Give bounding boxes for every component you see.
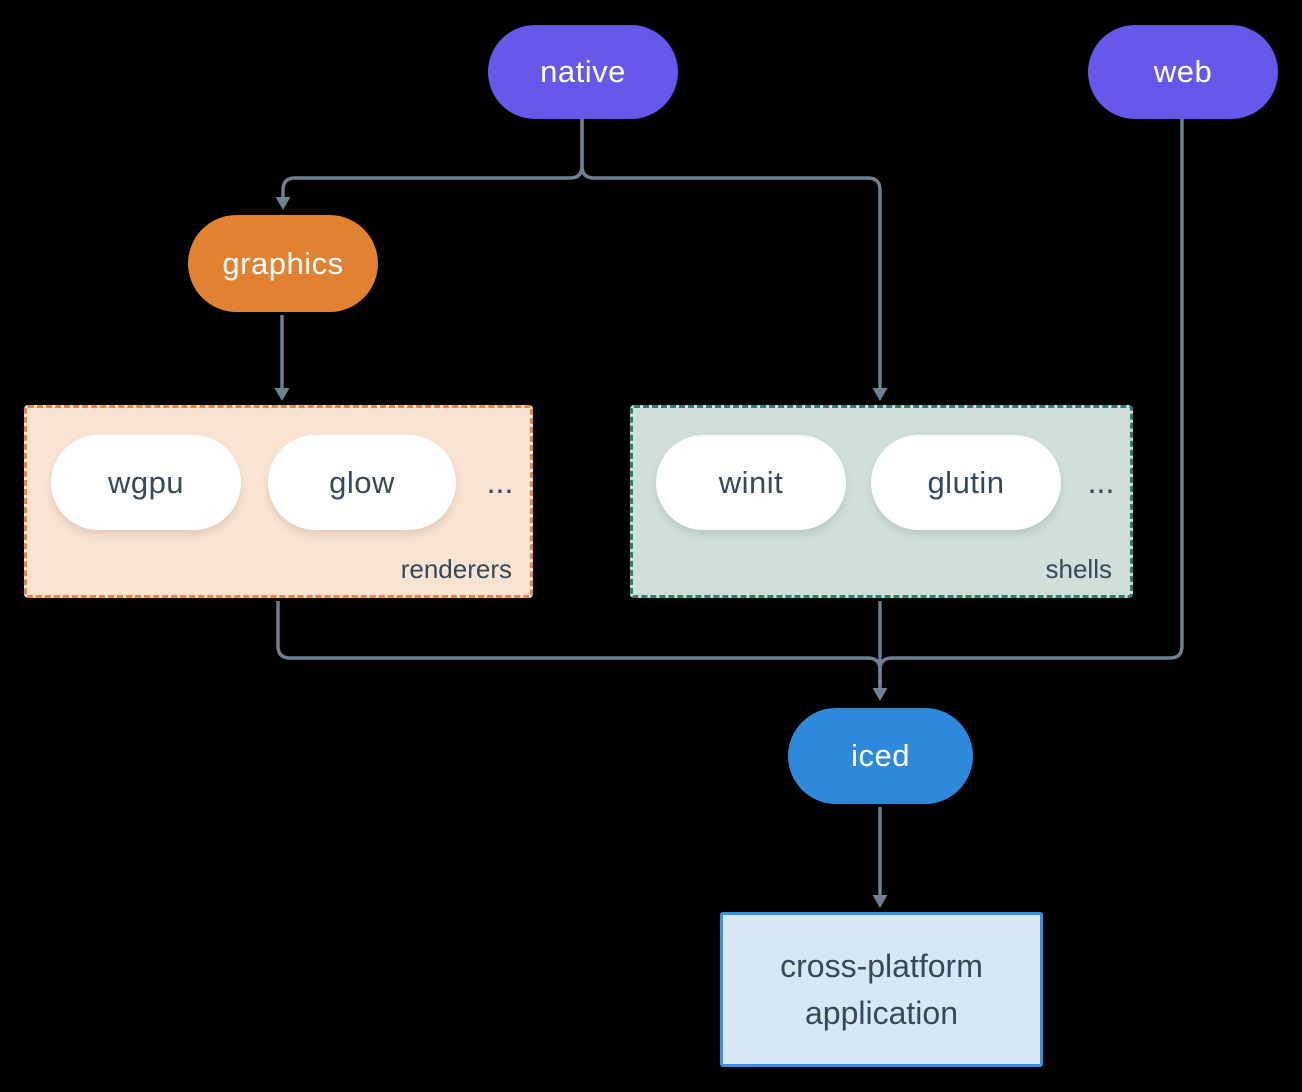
node-winit: winit [656,435,846,530]
arrowhead-graphics [275,197,291,210]
connector-native-to-graphics [281,119,584,198]
group-renderers: wgpu glow ... renderers [24,405,533,598]
node-wgpu: wgpu [51,435,241,530]
node-glow-label: glow [329,464,395,500]
arrowhead-renderers [274,388,290,401]
connector-native-to-shells [580,119,882,388]
shells-ellipsis: ... [1087,464,1115,500]
arrowhead-application [872,895,888,908]
node-glutin: glutin [871,435,1061,530]
group-shells: winit glutin ... shells [630,405,1133,598]
node-graphics-label: graphics [222,245,344,281]
connector-web-to-iced [878,119,1184,686]
node-native-label: native [540,54,626,89]
node-web: web [1088,25,1278,119]
node-web-label: web [1153,54,1213,89]
renderers-ellipsis: ... [486,464,514,500]
arrowhead-shells [872,388,888,401]
node-glow: glow [268,435,456,530]
node-native: native [488,25,678,119]
node-application-label: cross-platform application [780,948,983,1031]
node-wgpu-label: wgpu [107,464,185,500]
node-application: cross-platform application [720,912,1043,1067]
renderers-group-label: renderers [400,554,512,584]
node-winit-label: winit [718,464,784,500]
node-graphics: graphics [188,215,378,312]
node-iced: iced [788,708,973,804]
node-glutin-label: glutin [927,464,1005,500]
shells-group-label: shells [1045,554,1112,584]
node-iced-label: iced [851,738,910,773]
connector-renderers-to-iced [276,601,882,686]
arrowhead-iced [872,688,888,701]
